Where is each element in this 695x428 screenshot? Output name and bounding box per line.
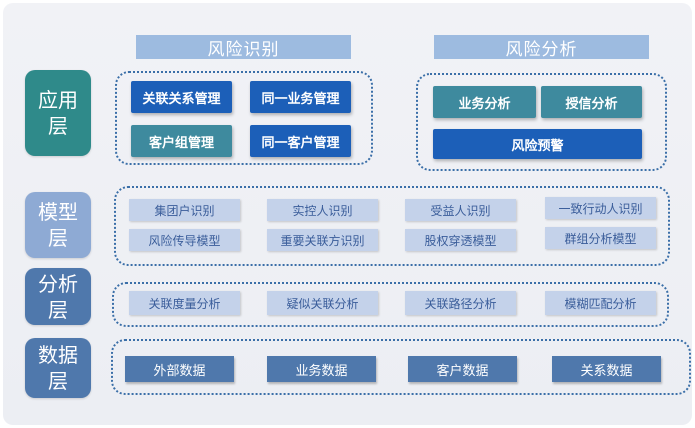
data-external[interactable]: 外部数据	[125, 356, 234, 382]
model-group-account-identify[interactable]: 集团户识别	[129, 199, 240, 221]
data-relationship[interactable]: 关系数据	[552, 356, 661, 382]
customer-group-management-button[interactable]: 客户组管理	[131, 125, 232, 157]
analysis-layer-group	[112, 282, 669, 327]
layer-label-model-text: 模型层	[38, 200, 78, 250]
model-beneficiary-identify[interactable]: 受益人识别	[405, 199, 516, 221]
analysis-relation-path[interactable]: 关联路径分析	[405, 291, 516, 315]
model-risk-contagion[interactable]: 风险传导模型	[129, 229, 240, 251]
header-risk-analysis: 风险分析	[434, 35, 649, 60]
model-concert-party-identify[interactable]: 一致行动人识别	[545, 197, 656, 219]
same-business-management-button[interactable]: 同一业务管理	[250, 81, 351, 113]
layer-label-application-text: 应用层	[38, 88, 78, 138]
architecture-panel: 应用层 模型层 分析层 数据层 风险识别 风险分析 关联关系管理 同一业务管理 …	[3, 3, 692, 425]
related-relationship-management-button[interactable]: 关联关系管理	[131, 81, 232, 113]
data-layer-group	[111, 339, 691, 395]
header-risk-identify: 风险识别	[136, 35, 351, 60]
analysis-relation-measure[interactable]: 关联度量分析	[129, 291, 240, 315]
model-cluster-analysis[interactable]: 群组分析模型	[545, 227, 656, 249]
business-analysis-button[interactable]: 业务分析	[433, 86, 536, 118]
model-equity-penetration[interactable]: 股权穿透模型	[405, 229, 516, 251]
layer-label-analysis-text: 分析层	[38, 271, 78, 322]
layer-label-application: 应用层	[25, 70, 91, 156]
risk-warning-button[interactable]: 风险预警	[433, 129, 642, 159]
risk-identify-group	[115, 71, 373, 165]
model-layer-group	[114, 186, 670, 266]
risk-analysis-group	[416, 73, 667, 171]
layer-label-data: 数据层	[25, 338, 91, 398]
layer-label-analysis: 分析层	[25, 268, 91, 325]
credit-analysis-button[interactable]: 授信分析	[541, 86, 642, 118]
analysis-fuzzy-match[interactable]: 模糊匹配分析	[545, 291, 656, 315]
data-business[interactable]: 业务数据	[267, 356, 376, 382]
same-customer-management-button[interactable]: 同一客户管理	[250, 125, 351, 157]
analysis-suspected-relation[interactable]: 疑似关联分析	[267, 291, 378, 315]
data-customer[interactable]: 客户数据	[408, 356, 517, 382]
model-controller-identify[interactable]: 实控人识别	[267, 199, 378, 221]
layer-label-data-text: 数据层	[38, 343, 78, 393]
model-key-related-party-identify[interactable]: 重要关联方识别	[267, 229, 378, 251]
layer-label-model: 模型层	[25, 192, 91, 258]
